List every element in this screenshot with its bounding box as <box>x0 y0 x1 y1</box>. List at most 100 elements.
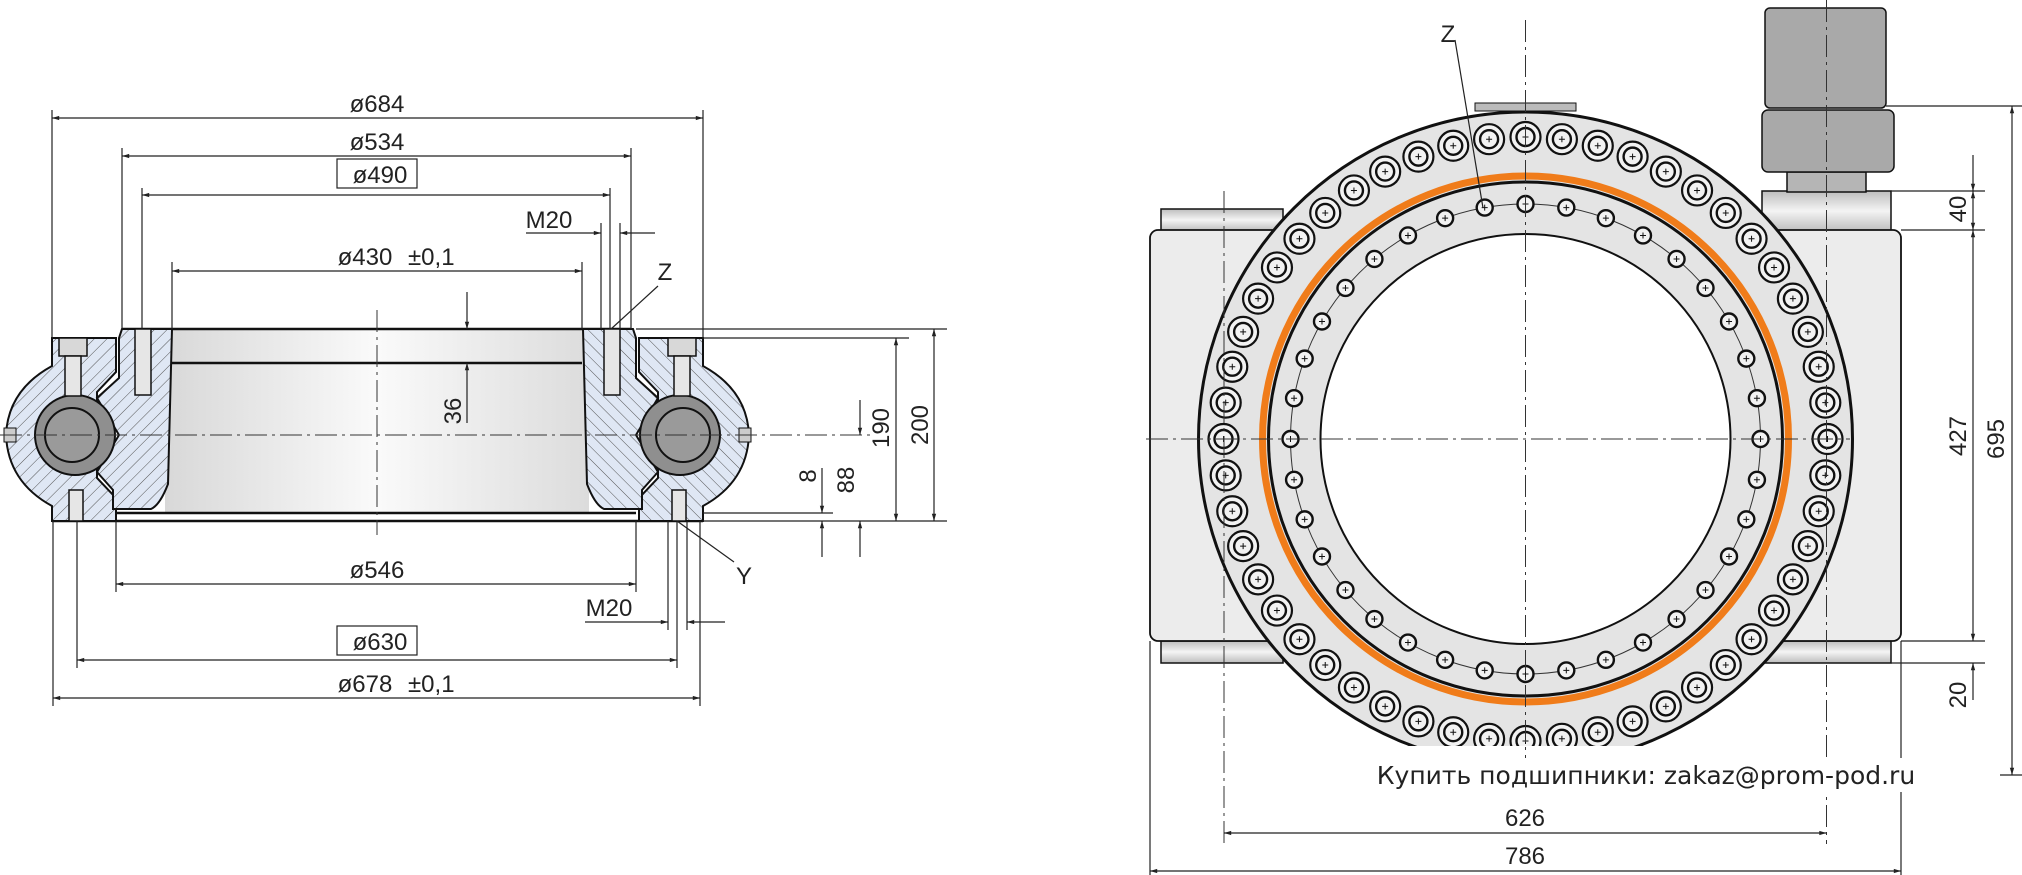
dim-h427: 427 <box>1945 416 1972 456</box>
outer-bolt-icon <box>1260 251 1294 284</box>
dim-h88: 88 <box>833 467 860 494</box>
inner-bolt-icon <box>1596 650 1616 670</box>
inner-bolt-icon <box>1667 609 1686 629</box>
outer-bolt-icon <box>1776 563 1810 596</box>
outer-bolt-icon <box>1581 716 1614 746</box>
outer-bolt-icon <box>1216 350 1249 383</box>
inner-bolt-icon <box>1398 633 1418 652</box>
dim-h200: 200 <box>907 405 934 445</box>
inner-bolt-icon <box>1475 198 1494 217</box>
inner-bolt-icon <box>1295 349 1314 368</box>
dim-w786: 786 <box>1505 843 1545 870</box>
outer-bolt-icon <box>1472 123 1506 156</box>
top-view: Z 40 427 20 695 626 786 Купить подшипник… <box>1146 0 2022 875</box>
label-z-section: Z <box>658 259 673 286</box>
dim-h20: 20 <box>1945 682 1972 709</box>
dim-d678-tolerance: ±0,1 <box>408 671 455 698</box>
top-view-dimension-lines <box>1150 39 2015 874</box>
dim-d430-tolerance: ±0,1 <box>408 244 455 271</box>
inner-bolt-icon <box>1284 388 1304 408</box>
footer-backdrop <box>1340 758 1950 792</box>
section-dim-texts: ø684 ø534 ø490 M20 ø430 ±0,1 Z 36 190 20… <box>338 91 934 698</box>
dim-d630: ø630 <box>353 629 408 656</box>
dim-m20-top: M20 <box>526 207 573 234</box>
inner-bolt-icon <box>1284 470 1304 490</box>
inner-bolt-icon <box>1747 470 1767 490</box>
outer-bolt-icon <box>1402 140 1435 173</box>
dim-d684: ø684 <box>350 91 405 118</box>
dim-d678: ø678 <box>338 671 393 698</box>
outer-bolt-icon <box>1545 123 1579 156</box>
dim-h8: 8 <box>795 469 822 482</box>
outer-bolt-icon <box>1649 690 1682 723</box>
outer-bolt-icon <box>1709 196 1742 230</box>
section-view: ø684 ø534 ø490 M20 ø430 ±0,1 Z 36 190 20… <box>0 91 947 706</box>
inner-bolt-icon <box>1435 208 1455 228</box>
inner-bolt-icon <box>1365 249 1384 269</box>
inner-bolt-icon <box>1398 226 1418 245</box>
top-view-dim-texts: Z 40 427 20 695 626 786 <box>1441 21 2010 870</box>
dim-w626: 626 <box>1505 805 1545 832</box>
outer-bolt-icon <box>1209 386 1242 419</box>
inner-bolt-icon <box>1336 278 1355 298</box>
inner-bolt-icon <box>1557 198 1576 217</box>
inner-bolt-icon <box>1696 278 1715 298</box>
outer-bolt-icon <box>1337 671 1371 704</box>
outer-bolt-icon <box>1216 495 1249 528</box>
inner-bolt-icon <box>1737 349 1756 368</box>
dimension-lines <box>52 115 937 701</box>
outer-bolt-icon <box>1735 222 1768 255</box>
bolt-outer-top <box>58 337 88 357</box>
outer-bolt-icon <box>1757 594 1791 627</box>
outer-bolt-icon <box>1283 222 1316 255</box>
outer-bolt-icon <box>1209 459 1242 492</box>
bolt-shank-top <box>64 355 82 397</box>
outer-bolt-icon <box>1809 386 1842 419</box>
outer-bolt-icon <box>1791 315 1824 349</box>
outer-bolt-icon <box>1473 722 1506 746</box>
outer-bolts <box>1207 120 1844 746</box>
label-z-top: Z <box>1441 21 1456 48</box>
outer-bolt-icon <box>1337 174 1371 207</box>
dim-d534: ø534 <box>350 129 405 156</box>
outer-bolt-icon <box>1757 251 1791 284</box>
outer-bolt-icon <box>1402 705 1435 738</box>
inner-bolt-icon <box>1365 609 1384 629</box>
inner-bolt-icon <box>1312 312 1332 331</box>
inner-bolt-icon <box>1719 547 1739 566</box>
outer-bolt-icon <box>1369 155 1402 188</box>
inner-bolt-icon <box>1719 312 1739 331</box>
inner-bolt-icon <box>1667 249 1686 269</box>
inner-bolt-icon <box>1295 510 1314 529</box>
outer-bolt-icon <box>1241 282 1275 315</box>
dim-m20-bottom: M20 <box>586 595 633 622</box>
outer-bolt-icon <box>1581 129 1614 162</box>
outer-bolt-icon <box>1241 563 1275 596</box>
dim-h36: 36 <box>440 398 467 425</box>
housing-cap-left-bottom <box>1160 640 1284 664</box>
dim-h190: 190 <box>868 408 895 448</box>
dim-d490: ø490 <box>353 162 408 189</box>
bolt-outer-bottom <box>68 489 84 522</box>
outer-bolt-icon <box>1776 282 1810 315</box>
gearbox <box>1761 109 1895 173</box>
inner-bolt-icon <box>1312 547 1332 566</box>
outer-bolt-icon <box>1616 705 1649 738</box>
outer-bolt-icon <box>1260 594 1294 627</box>
inner-bolt-icon <box>1633 226 1653 245</box>
inner-bolt-icon <box>1596 208 1616 228</box>
d490-basic-box <box>336 158 418 189</box>
outer-bolt-icon <box>1227 315 1260 349</box>
inner-bolt-icon <box>1336 580 1355 600</box>
dim-d430: ø430 <box>338 244 393 271</box>
outer-bolt-icon <box>1369 690 1402 723</box>
inner-bolt-icon <box>1557 661 1576 680</box>
outer-bolt-icon <box>1227 529 1260 563</box>
inner-bolts <box>1281 194 1770 684</box>
outer-bolt-icon <box>1309 196 1342 230</box>
inner-bolt-icon <box>1633 633 1653 652</box>
outer-bolt-icon <box>1680 671 1714 704</box>
extension-lines <box>51 110 947 706</box>
inner-bolt-icon <box>1475 661 1494 680</box>
